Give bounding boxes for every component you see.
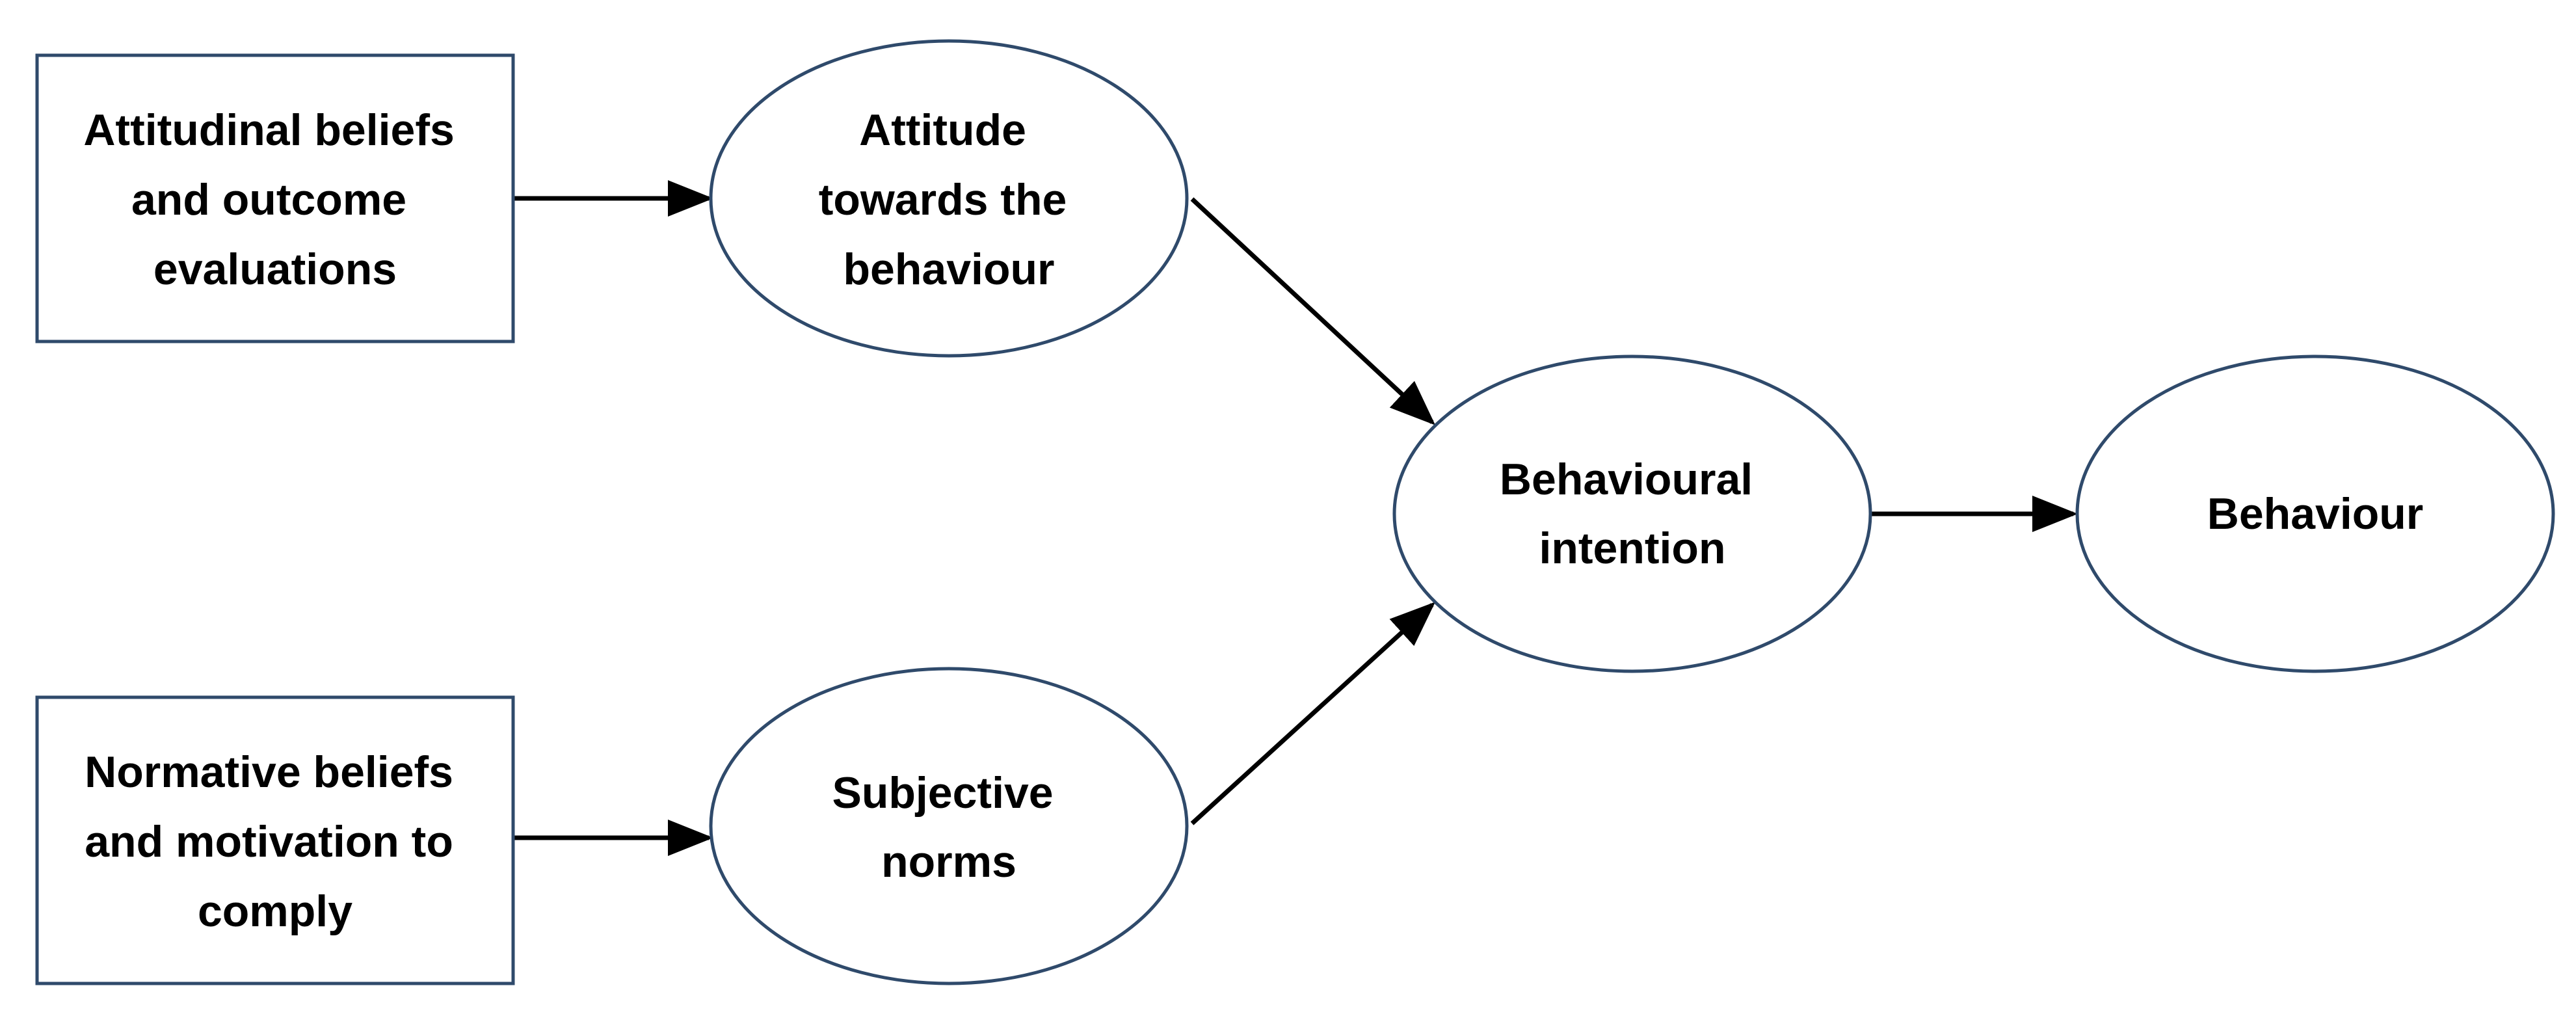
node-label-line: intention xyxy=(1539,524,1725,573)
node-label-line: behaviour xyxy=(843,245,1055,294)
node-label-line: Behavioural xyxy=(1500,455,1753,504)
node-label-line: norms xyxy=(881,837,1016,887)
node-normative-beliefs: Normative beliefs and motivation to comp… xyxy=(35,695,515,985)
arrow-subjective-norms-to-behavioural-intention xyxy=(1190,602,1436,825)
node-label: Behavioural intention xyxy=(1500,455,1765,573)
node-label: Attitudinal beliefs and outcome evaluati… xyxy=(83,105,466,294)
node-label-line: Behaviour xyxy=(2207,489,2424,539)
node-behavioural-intention: Behavioural intention xyxy=(1392,354,1872,673)
node-label-line: and motivation to xyxy=(85,817,453,866)
node-label-line: Normative beliefs xyxy=(85,747,453,797)
node-label: Attitude towards the behaviour xyxy=(819,105,1080,294)
node-subjective-norms: Subjective norms xyxy=(709,667,1189,985)
node-label-line: Attitude xyxy=(859,105,1026,155)
node-label-line: towards the xyxy=(819,175,1067,224)
node-label-line: and outcome xyxy=(131,175,406,224)
node-label-line: evaluations xyxy=(153,245,397,294)
node-label-line: Subjective xyxy=(832,768,1053,818)
node-label: Subjective norms xyxy=(832,768,1065,887)
node-label: Behaviour xyxy=(2207,489,2424,539)
node-attitude: Attitude towards the behaviour xyxy=(709,39,1189,358)
node-behaviour: Behaviour xyxy=(2075,354,2555,673)
arrow-attitude-to-behavioural-intention xyxy=(1190,197,1436,425)
node-attitudinal-beliefs: Attitudinal beliefs and outcome evaluati… xyxy=(35,53,515,343)
node-label-line: comply xyxy=(198,887,352,936)
node-label-line: Attitudinal beliefs xyxy=(83,105,454,155)
node-label: Normative beliefs and motivation to comp… xyxy=(85,747,466,936)
